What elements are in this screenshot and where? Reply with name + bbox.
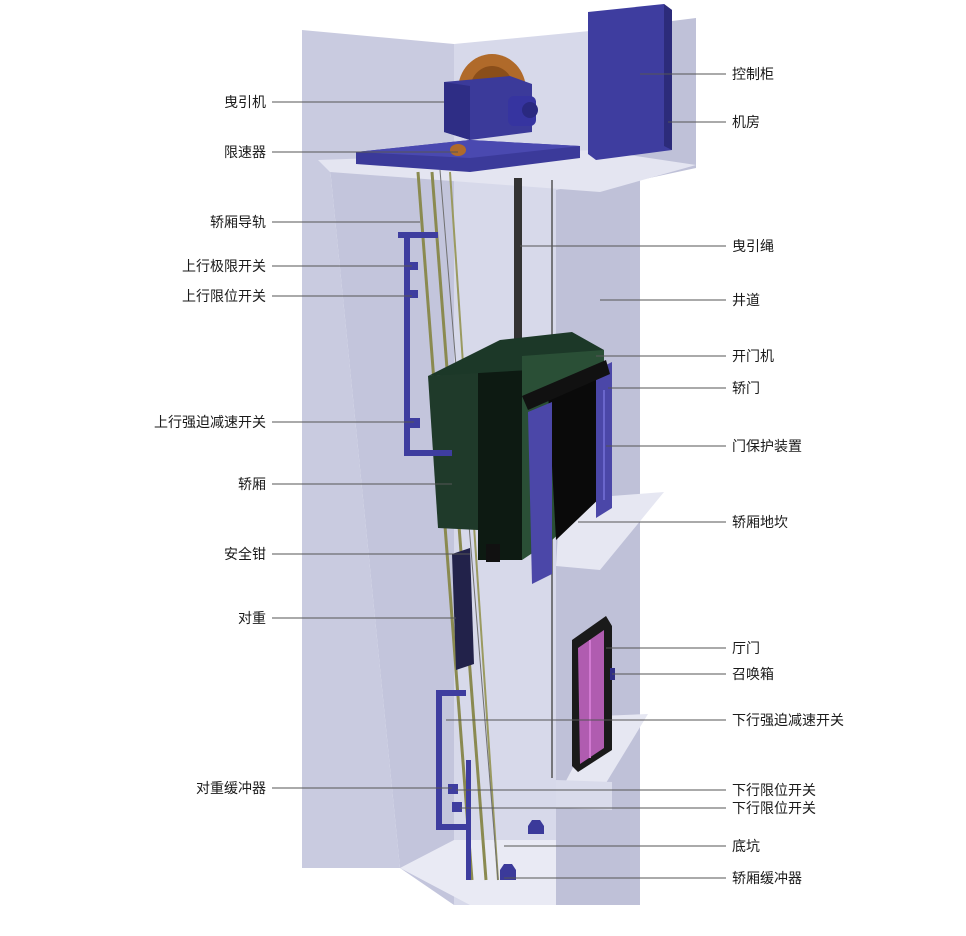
component-label: 对重 xyxy=(238,611,266,627)
component-label: 控制柜 xyxy=(732,67,774,83)
lower-position-switch-2 xyxy=(452,802,462,812)
component-label: 轿门 xyxy=(732,381,760,397)
component-label: 开门机 xyxy=(732,349,774,365)
shaft-left-wall xyxy=(302,30,454,868)
pit-sill-slab xyxy=(556,780,612,810)
component-label: 井道 xyxy=(732,293,760,309)
machine-room xyxy=(356,4,672,172)
door-operator xyxy=(522,360,610,410)
control-cabinet-side xyxy=(664,4,672,150)
component-label: 轿厢导轨 xyxy=(210,215,266,231)
car-door xyxy=(528,402,552,584)
car-body-left xyxy=(428,372,478,530)
traction-rope xyxy=(514,178,522,340)
component-label: 门保护装置 xyxy=(732,439,802,455)
upper-limit-switch-bracket xyxy=(404,232,410,454)
component-label: 召唤箱 xyxy=(732,666,774,683)
component-label: 下行强迫减速开关 xyxy=(732,713,844,729)
elevator-car xyxy=(428,332,612,584)
lower-switches xyxy=(436,690,471,880)
upper-position-switch xyxy=(408,290,418,298)
callouts-right: 控制柜机房曳引绳井道开门机轿门门保护装置轿厢地坎厅门召唤箱下行强迫减速开关下行限… xyxy=(446,67,844,887)
upper-switches xyxy=(398,232,452,456)
component-label: 限速器 xyxy=(224,145,266,161)
counterweight xyxy=(452,548,474,670)
car-safety-gear xyxy=(486,544,500,562)
component-label: 对重缓冲器 xyxy=(196,781,266,797)
car-body-front xyxy=(478,356,522,560)
landing xyxy=(572,616,615,772)
upper-switch-arm-bottom xyxy=(404,450,452,456)
upper-limit-switch xyxy=(408,262,418,270)
shaft xyxy=(302,18,696,905)
lower-switch-arm-bottom xyxy=(436,824,470,830)
callouts-left: 曳引机限速器轿厢导轨上行极限开关上行限位开关上行强迫减速开关轿厢安全钳对重对重缓… xyxy=(154,95,470,797)
component-label: 下行限位开关 xyxy=(732,801,816,817)
component-label: 上行强迫减速开关 xyxy=(154,415,266,431)
machine-motor-cap xyxy=(522,102,538,118)
upper-switch-arm-top xyxy=(398,232,438,238)
component-label: 上行限位开关 xyxy=(182,289,266,305)
component-label: 轿厢缓冲器 xyxy=(732,871,802,887)
component-label: 轿厢 xyxy=(238,477,266,493)
component-label: 机房 xyxy=(732,115,760,131)
speed-governor xyxy=(450,144,466,156)
upper-forced-slowdown-switch xyxy=(410,418,420,428)
car-frame-top xyxy=(428,332,604,376)
pit-floor xyxy=(400,840,556,905)
component-label: 厅门 xyxy=(732,641,760,657)
shaft-left-wall-face xyxy=(330,168,454,905)
component-label: 下行限位开关 xyxy=(732,783,816,799)
component-label: 上行极限开关 xyxy=(182,259,266,275)
car-interior xyxy=(548,370,604,540)
component-label: 曳引绳 xyxy=(732,239,774,255)
lower-position-switch xyxy=(448,784,458,794)
machine-base-top xyxy=(356,140,580,158)
traction-machine-front xyxy=(444,82,470,140)
lower-switch-arm-top xyxy=(436,690,466,696)
lower-switch-bracket xyxy=(436,690,442,830)
counterweight-buffer xyxy=(528,820,544,834)
buffers xyxy=(500,820,544,880)
component-label: 底坑 xyxy=(732,839,760,855)
component-label: 轿厢地坎 xyxy=(732,515,788,531)
lower-vertical-rod xyxy=(466,760,471,880)
car-buffer xyxy=(500,864,516,880)
control-cabinet xyxy=(588,4,672,160)
component-label: 曳引机 xyxy=(224,95,266,111)
component-label: 安全钳 xyxy=(224,546,266,563)
